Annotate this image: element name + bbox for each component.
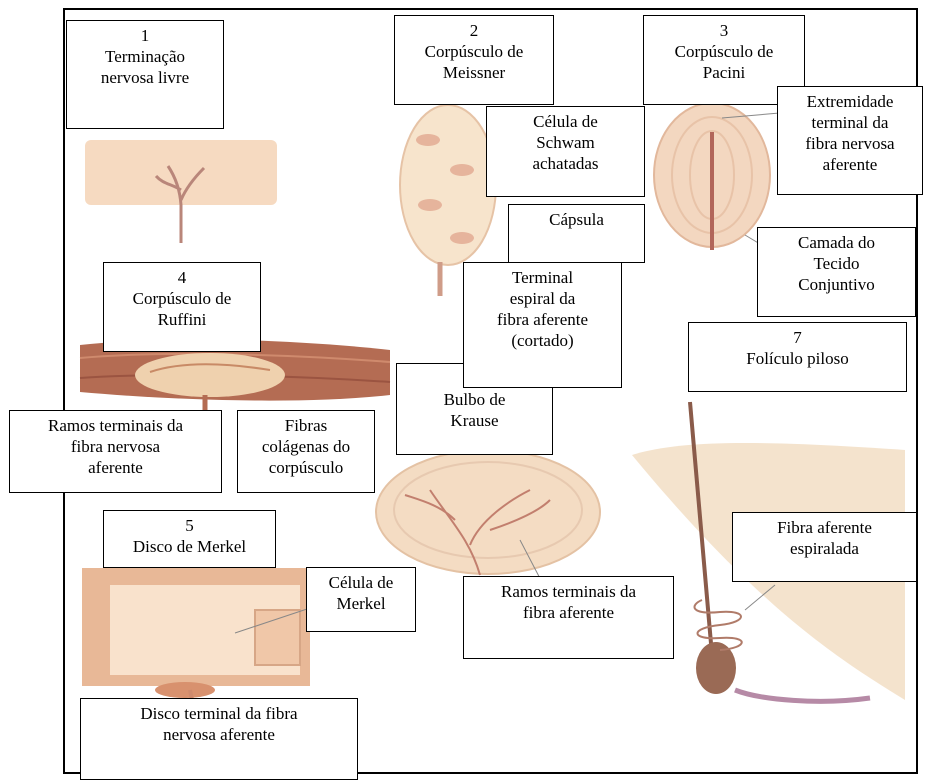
label-fibras-colagenas: Fibras colágenas do corpúsculo bbox=[237, 410, 375, 493]
label-celula-schwann: Célula de Schwam achatadas bbox=[486, 106, 645, 197]
label-disco-merkel: 5 Disco de Merkel bbox=[103, 510, 276, 568]
label-extremidade-terminal: Extremidade terminal da fibra nervosa af… bbox=[777, 86, 923, 195]
label-celula-merkel: Célula de Merkel bbox=[306, 567, 416, 632]
label-fibra-espiralada: Fibra aferente espiralada bbox=[732, 512, 917, 582]
label-corpusculo-meissner: 2 Corpúsculo de Meissner bbox=[394, 15, 554, 105]
label-ramos-terminais-aferente: Ramos terminais da fibra aferente bbox=[463, 576, 674, 659]
label-camada-tecido: Camada do Tecido Conjuntivo bbox=[757, 227, 916, 317]
label-terminacao-nervosa-livre: 1 Terminação nervosa livre bbox=[66, 20, 224, 129]
label-foliculo-piloso: 7 Folículo piloso bbox=[688, 322, 907, 392]
label-ramos-terminais-nervosa: Ramos terminais da fibra nervosa aferent… bbox=[9, 410, 222, 493]
label-disco-terminal: Disco terminal da fibra nervosa aferente bbox=[80, 698, 358, 780]
label-corpusculo-ruffini: 4 Corpúsculo de Ruffini bbox=[103, 262, 261, 352]
label-terminal-espiral: Terminal espiral da fibra aferente (cort… bbox=[463, 262, 622, 388]
label-capsula: Cápsula bbox=[508, 204, 645, 263]
